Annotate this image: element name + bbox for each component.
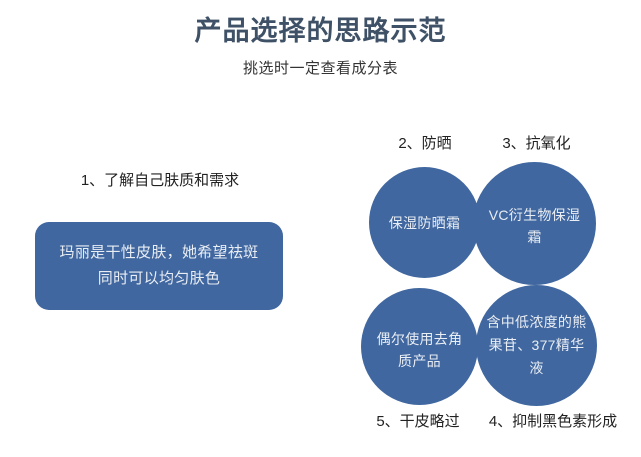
circle-antioxidant-text: VC衍生物保湿霜 [488,206,581,245]
circle-caption-melanin: 4、抑制黑色素形成 [488,413,618,430]
circle-sunscreen: 保湿防晒霜 [369,167,480,278]
circle-melanin-text: 含中低浓度的熊果苷、377精华液 [486,314,587,376]
persona-callout-text: 玛丽是干性皮肤，她希望祛斑同时可以均匀肤色 [59,244,259,287]
circle-caption-exfoliate: 5、干皮略过 [376,413,460,430]
circle-exfoliate-text: 偶尔使用去角质产品 [376,330,463,369]
page-title: 产品选择的思路示范 [194,16,447,46]
step-1-label: 1、了解自己肤质和需求 [80,172,240,189]
circle-antioxidant: VC衍生物保湿霜 [473,162,596,285]
persona-callout-box: 玛丽是干性皮肤，她希望祛斑同时可以均匀肤色 [35,222,283,310]
page-subtitle: 挑选时一定查看成分表 [242,60,398,77]
circle-caption-sunscreen: 2、防晒 [398,135,452,152]
circle-exfoliate: 偶尔使用去角质产品 [361,288,478,405]
circle-sunscreen-text: 保湿防晒霜 [388,214,461,231]
circle-melanin: 含中低浓度的熊果苷、377精华液 [476,285,597,406]
circle-caption-antioxidant: 3、抗氧化 [502,135,571,152]
